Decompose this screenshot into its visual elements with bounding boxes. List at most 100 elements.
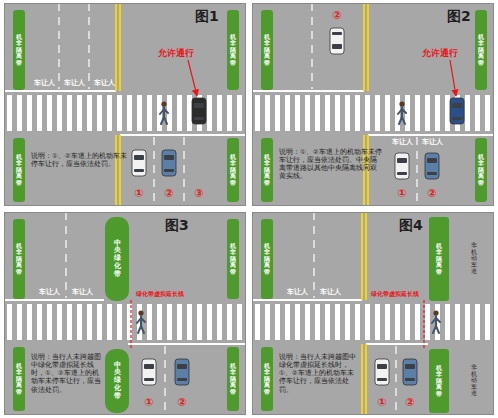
road-marking-text: 车让人 bbox=[320, 287, 341, 297]
road-marking-text: 车让人 bbox=[64, 78, 85, 88]
callout-number: ③ bbox=[194, 187, 203, 200]
lane-line bbox=[183, 137, 184, 206]
road-marking-text: 车让人 bbox=[287, 287, 308, 297]
road-surface bbox=[252, 3, 494, 206]
figure-title: 图1 bbox=[195, 8, 219, 26]
yellow-center-line bbox=[365, 212, 367, 300]
green-separator: 机非隔离带 bbox=[13, 10, 25, 90]
pedestrian bbox=[137, 310, 145, 333]
green-separator: 机非隔离带 bbox=[475, 10, 487, 90]
lane-name: 非机动车道 bbox=[471, 364, 477, 397]
strip-label: 机非隔离带 bbox=[264, 243, 270, 276]
explanation-note: 说明：当行人未跨越图中绿化带虚拟延长线时，①、②车道上的机动车未停车让行，应当依… bbox=[279, 353, 359, 394]
strip-label: 机非隔离带 bbox=[16, 243, 22, 276]
road-marking-text: 车让人 bbox=[34, 78, 55, 88]
yellow-center-line bbox=[361, 344, 363, 415]
car bbox=[403, 359, 417, 385]
yellow-center-line bbox=[119, 135, 121, 206]
crosswalk bbox=[255, 304, 490, 340]
lane-line bbox=[153, 137, 154, 206]
car bbox=[375, 359, 389, 385]
figure-title: 图4 bbox=[399, 217, 423, 235]
stop-line bbox=[4, 90, 116, 92]
green-separator: 机非隔离带 bbox=[475, 138, 487, 202]
road-scene bbox=[252, 3, 494, 206]
stop-line bbox=[252, 90, 364, 92]
lane-line bbox=[58, 3, 59, 89]
lane-line bbox=[164, 346, 165, 415]
road-surface bbox=[252, 212, 494, 415]
pedestrian bbox=[432, 310, 440, 333]
strip-label: 机非隔离带 bbox=[264, 363, 270, 396]
road-marking-text: 车让人 bbox=[392, 137, 413, 147]
callout-number: ① bbox=[144, 396, 153, 409]
callout-number: ② bbox=[332, 9, 341, 22]
median-green-strip: 中央绿化带 bbox=[105, 349, 129, 413]
crosswalk bbox=[255, 95, 490, 131]
callout-number: ② bbox=[427, 187, 436, 200]
figure-title: 图2 bbox=[447, 8, 471, 26]
yellow-center-line bbox=[115, 135, 117, 206]
green-separator: 机非隔离带 bbox=[429, 349, 449, 413]
explanation-note: 说明：①、②车道上的机动车未停车让行，应当依法处罚。 bbox=[31, 152, 127, 168]
callout-number: ① bbox=[134, 187, 143, 200]
crosswalk bbox=[7, 304, 242, 340]
scenario-panel: 图1说明：①、②车道上的机动车未停车让行，应当依法处罚。机非隔离带机非隔离带机非… bbox=[4, 3, 246, 206]
road-surface bbox=[4, 3, 246, 206]
scenario-panel: 图4 说明：当行人未跨越图中绿化带虚拟延长线时，①、②车道上的机动车未停车让行，应… bbox=[252, 212, 494, 415]
leader-arrow bbox=[188, 60, 197, 96]
road-scene bbox=[252, 212, 494, 415]
strip-label: 机非隔离带 bbox=[478, 154, 484, 187]
car bbox=[175, 359, 189, 385]
virtual-extension-line bbox=[130, 300, 131, 348]
callout-number: ① bbox=[377, 396, 386, 409]
green-separator: 机非隔离带 bbox=[261, 10, 273, 90]
yellow-center-line bbox=[365, 344, 367, 415]
lane-line bbox=[311, 3, 312, 89]
allow-passage-label: 允许通行 bbox=[421, 47, 459, 60]
green-separator: 机非隔离带 bbox=[227, 347, 239, 411]
car bbox=[330, 28, 344, 54]
green-separator: 机非隔离带 bbox=[227, 219, 239, 299]
pedestrian bbox=[398, 101, 406, 124]
strip-label: 机非隔离带 bbox=[436, 243, 442, 276]
strip-label: 中央绿化带 bbox=[114, 240, 121, 278]
stop-line bbox=[4, 299, 104, 301]
lane-line bbox=[395, 346, 396, 415]
car bbox=[425, 153, 439, 179]
lane-line bbox=[88, 3, 89, 89]
green-separator: 机非隔离带 bbox=[13, 347, 25, 411]
lane-line bbox=[313, 212, 314, 298]
extension-line-label: 绿化带虚拟延长线 bbox=[136, 290, 184, 299]
stop-line bbox=[368, 134, 494, 136]
road-marking-text: 车让人 bbox=[72, 287, 93, 297]
strip-label: 机非隔离带 bbox=[230, 34, 236, 67]
scenario-panel: 图3说明：当行人未跨越图中绿化带虚拟延长线时，①、②车道上的机动车未停车让行，应… bbox=[4, 212, 246, 415]
stop-line bbox=[366, 343, 428, 345]
road-marking-text: 车让人 bbox=[39, 287, 60, 297]
strip-label: 机非隔离带 bbox=[264, 154, 270, 187]
stop-line bbox=[120, 134, 246, 136]
road-surface bbox=[4, 212, 246, 415]
green-separator: 机非隔离带 bbox=[261, 219, 273, 299]
pedestrian bbox=[160, 101, 168, 124]
lane-name: 非机动车道 bbox=[471, 242, 477, 275]
road-scene bbox=[4, 212, 246, 415]
callout-number: ② bbox=[164, 187, 173, 200]
green-separator: 机非隔离带 bbox=[429, 217, 449, 301]
car bbox=[192, 98, 206, 124]
car bbox=[395, 153, 409, 179]
car bbox=[450, 98, 464, 124]
callout-number: ② bbox=[405, 396, 414, 409]
strip-label: 机非隔离带 bbox=[16, 154, 22, 187]
strip-label: 机非隔离带 bbox=[230, 154, 236, 187]
virtual-extension-line bbox=[423, 300, 424, 348]
green-separator: 机非隔离带 bbox=[227, 10, 239, 90]
strip-label: 机非隔离带 bbox=[16, 34, 22, 67]
green-separator: 机非隔离带 bbox=[261, 347, 273, 411]
green-separator: 机非隔离带 bbox=[13, 138, 25, 202]
strip-label: 机非隔离带 bbox=[230, 243, 236, 276]
extension-line-label: 绿化带虚拟延长线 bbox=[371, 290, 419, 299]
allow-passage-label: 允许通行 bbox=[157, 47, 195, 60]
strip-label: 机非隔离带 bbox=[264, 34, 270, 67]
